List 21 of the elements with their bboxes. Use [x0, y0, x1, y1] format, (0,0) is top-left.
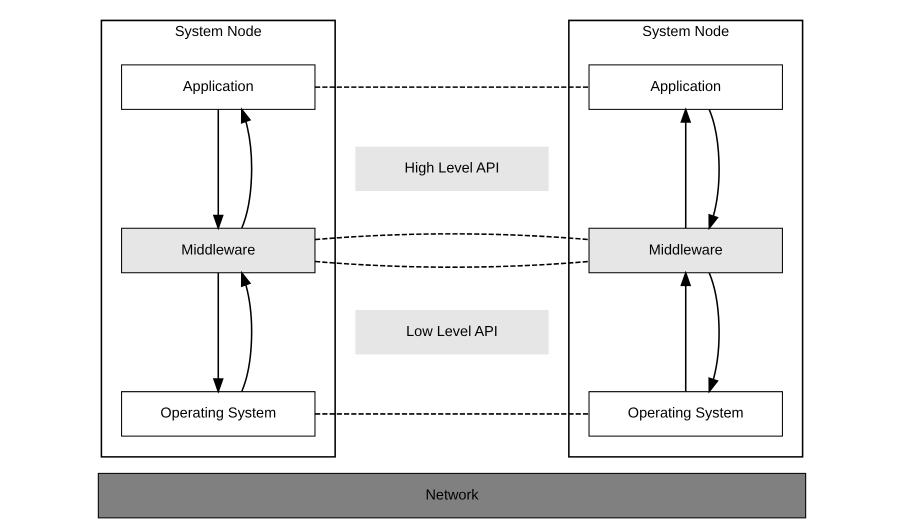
arrow: [240, 270, 252, 392]
connector: [314, 233, 588, 240]
node-box: High Level API: [354, 146, 548, 192]
arrow: [708, 272, 720, 394]
node-box: Application: [120, 64, 315, 110]
node-box: Operating System: [120, 391, 315, 437]
node-box: Network: [97, 472, 806, 518]
arrow: [212, 110, 224, 230]
connector: [314, 86, 588, 88]
node-box: Low Level API: [354, 310, 548, 354]
connector: [314, 413, 588, 415]
connector: [314, 260, 588, 268]
arrow: [680, 270, 691, 392]
arrow: [240, 107, 252, 228]
node-box: Operating System: [588, 391, 782, 437]
arrow: [680, 107, 691, 228]
node-box: Middleware: [588, 228, 782, 274]
arrow: [212, 272, 224, 394]
node-box: Application: [588, 64, 782, 110]
arrow: [708, 109, 720, 230]
node-box: Middleware: [120, 228, 315, 274]
